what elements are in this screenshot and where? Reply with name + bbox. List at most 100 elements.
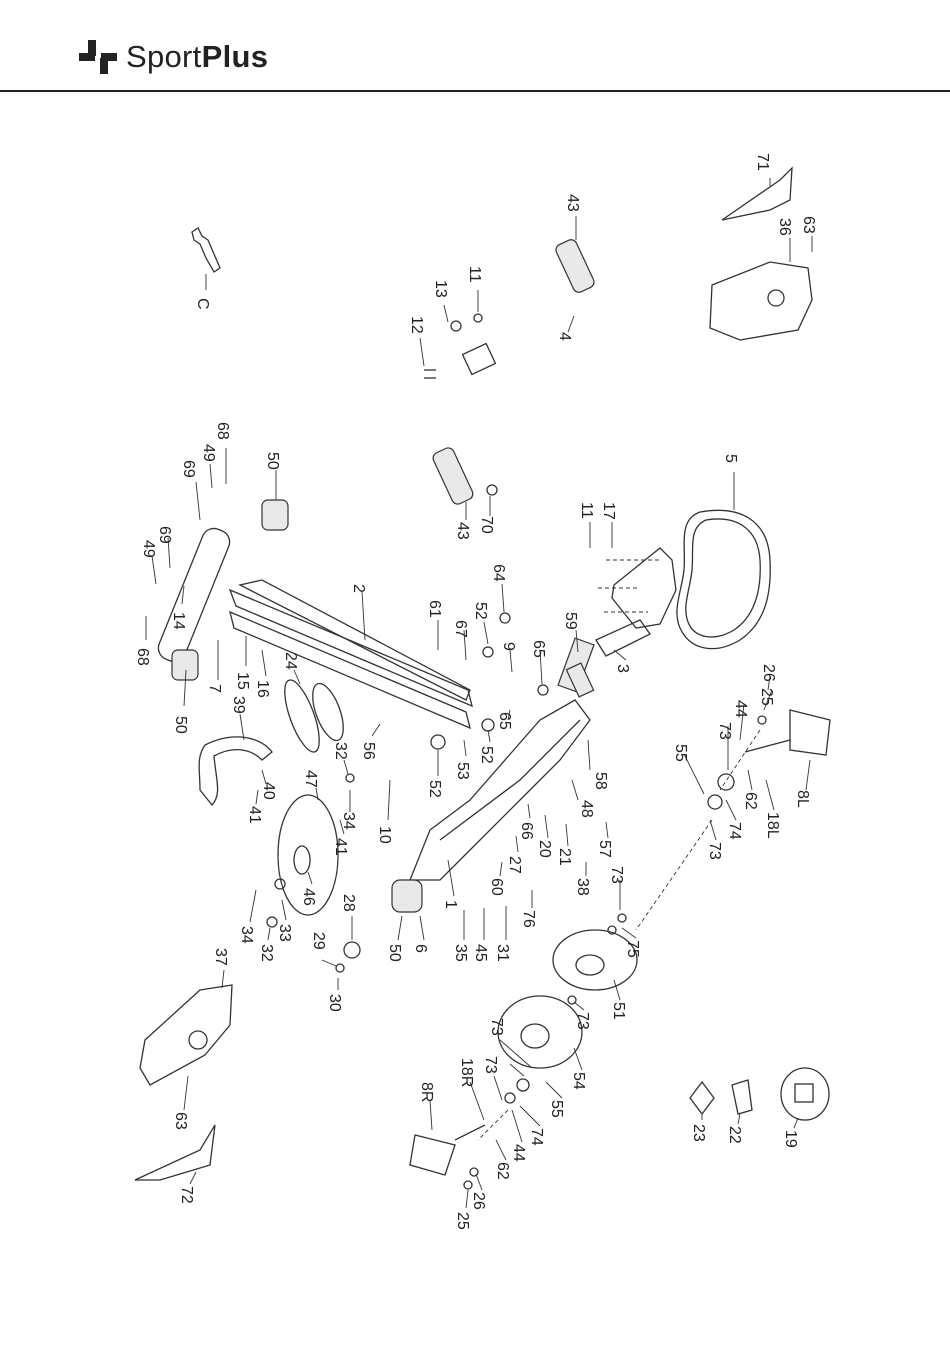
part-label: 43 <box>454 522 471 540</box>
part-label: 61 <box>426 600 443 618</box>
part-label: 49 <box>200 444 217 462</box>
part-label: 71 <box>754 153 771 171</box>
part-label: 74 <box>726 822 743 840</box>
part-label: 53 <box>454 762 471 780</box>
part-label: 49 <box>140 540 157 558</box>
part-label: 37 <box>212 948 229 966</box>
part-label: 32 <box>332 742 349 760</box>
part-label: 74 <box>528 1128 545 1146</box>
part-label: 34 <box>340 812 357 830</box>
part-label: 12 <box>408 316 425 334</box>
part-label: 65 <box>530 640 547 658</box>
brand-logo: SportPlus <box>78 35 268 79</box>
part-label: 33 <box>276 924 293 942</box>
part-label: 8L <box>794 790 811 808</box>
part-labels: C 71 36 63 43 4 11 13 12 5 17 11 70 43 6… <box>134 153 817 1230</box>
part-label: 20 <box>536 840 553 858</box>
part-label: 52 <box>478 746 495 764</box>
part-label: C <box>194 298 211 310</box>
part-label: 68 <box>134 648 151 666</box>
part-label: 17 <box>600 502 617 520</box>
part-label: 67 <box>452 620 469 638</box>
leader-lines <box>145 178 813 1209</box>
part-label: 58 <box>592 772 609 790</box>
part-label: 52 <box>426 780 443 798</box>
part-label: 51 <box>610 1002 627 1020</box>
part-label: 40 <box>260 782 277 800</box>
part-label: 46 <box>300 888 317 906</box>
part-label: 25 <box>758 688 775 706</box>
part-label: 6 <box>412 944 429 953</box>
part-label: 62 <box>742 792 759 810</box>
part-label: 8R <box>418 1082 435 1102</box>
part-label: 56 <box>360 742 377 760</box>
part-label: 50 <box>172 716 189 734</box>
header: SportPlus <box>0 0 950 92</box>
part-label: 65 <box>496 712 513 730</box>
part-label: 55 <box>548 1100 565 1118</box>
part-label: 63 <box>800 216 817 234</box>
part-label: 11 <box>578 502 595 519</box>
part-label: 73 <box>574 1012 591 1030</box>
part-label: 57 <box>596 840 613 858</box>
sportplus-logo-icon <box>79 40 117 74</box>
part-label: 39 <box>230 696 247 714</box>
part-label: 76 <box>520 910 537 928</box>
part-label: 30 <box>326 994 343 1012</box>
part-label: 9 <box>500 642 517 651</box>
part-label: 16 <box>254 680 271 698</box>
part-label: 19 <box>782 1130 799 1148</box>
part-label: 45 <box>472 944 489 962</box>
part-label: 35 <box>452 944 469 962</box>
part-label: 28 <box>340 894 357 912</box>
part-label: 23 <box>690 1124 707 1142</box>
part-label: 13 <box>432 280 449 298</box>
part-label: 68 <box>214 422 231 440</box>
part-label: 47 <box>302 770 319 788</box>
part-label: 43 <box>564 194 581 212</box>
part-label: 48 <box>578 800 595 818</box>
part-label: 64 <box>490 564 507 582</box>
part-label: 2 <box>350 584 367 593</box>
part-label: 72 <box>178 1186 195 1204</box>
part-label: 52 <box>472 602 489 620</box>
part-label: 27 <box>506 856 523 874</box>
part-label: 18L <box>764 812 781 839</box>
part-label: 10 <box>376 826 393 844</box>
part-label: 31 <box>494 944 511 962</box>
part-label: 18R <box>458 1058 475 1087</box>
part-label: 54 <box>570 1072 587 1090</box>
brand-name-bold: Plus <box>201 39 269 74</box>
part-label: 59 <box>562 612 579 630</box>
part-label: 41 <box>246 806 263 824</box>
part-label: 50 <box>386 944 403 962</box>
parts-drawing <box>134 166 831 1190</box>
part-label: 55 <box>672 744 689 762</box>
part-label: 5 <box>722 454 739 463</box>
part-label: 44 <box>732 700 749 718</box>
part-label: 44 <box>510 1144 527 1162</box>
header-rule <box>0 90 950 92</box>
part-label: 66 <box>518 822 535 840</box>
part-label: 70 <box>478 516 495 534</box>
part-label: 73 <box>716 722 733 740</box>
part-label: 15 <box>234 672 251 690</box>
part-label: 73 <box>608 866 625 884</box>
part-label: 29 <box>310 932 327 950</box>
part-label: 60 <box>488 878 505 896</box>
part-label: 75 <box>624 940 641 958</box>
part-label: 73 <box>706 842 723 860</box>
part-label: 69 <box>180 460 197 478</box>
part-label: 73 <box>482 1056 499 1074</box>
brand-name-light: Sport <box>126 39 202 74</box>
part-label: 22 <box>726 1126 743 1144</box>
part-label: 50 <box>264 452 281 470</box>
part-label: 32 <box>258 944 275 962</box>
part-label: 1 <box>442 900 459 909</box>
part-label: 24 <box>282 652 299 670</box>
part-label: 3 <box>614 664 631 673</box>
part-label: 73 <box>488 1018 505 1036</box>
part-label: 63 <box>172 1112 189 1130</box>
part-label: 34 <box>238 926 255 944</box>
